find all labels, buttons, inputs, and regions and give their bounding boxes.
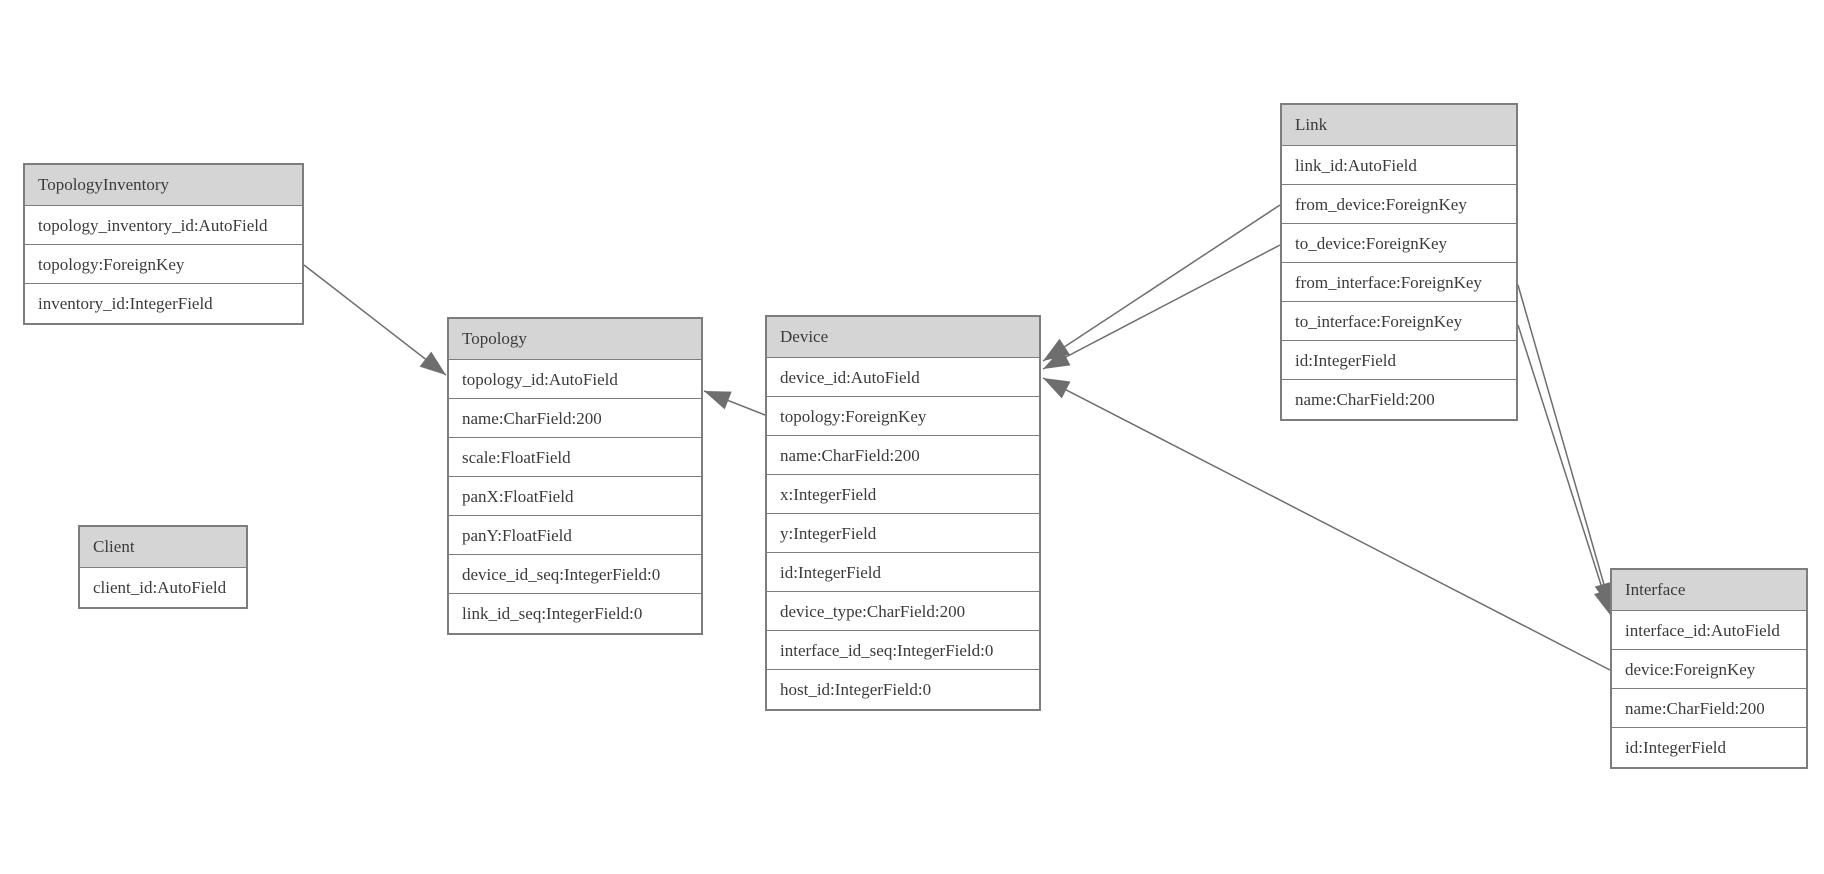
arrowhead-interface-device <box>1043 378 1071 399</box>
entity-title: Link <box>1282 105 1516 146</box>
entity-field: id:IntegerField <box>767 553 1039 592</box>
entity-field: link_id:AutoField <box>1282 146 1516 185</box>
entity-field: host_id:IntegerField:0 <box>767 670 1039 709</box>
entity-field: from_device:ForeignKey <box>1282 185 1516 224</box>
entity-field: client_id:AutoField <box>80 568 246 607</box>
entity-field: link_id_seq:IntegerField:0 <box>449 594 701 633</box>
entity-title: TopologyInventory <box>25 165 302 206</box>
entity-field: topology_id:AutoField <box>449 360 701 399</box>
entity-field: from_interface:ForeignKey <box>1282 263 1516 302</box>
entity-field: device_id_seq:IntegerField:0 <box>449 555 701 594</box>
entity-field: id:IntegerField <box>1282 341 1516 380</box>
entity-field: x:IntegerField <box>767 475 1039 514</box>
entity-field: device:ForeignKey <box>1612 650 1806 689</box>
entity-title: Device <box>767 317 1039 358</box>
entity-field: name:CharField:200 <box>449 399 701 438</box>
entity-field: id:IntegerField <box>1612 728 1806 767</box>
entity-field: y:IntegerField <box>767 514 1039 553</box>
entity-field: name:CharField:200 <box>767 436 1039 475</box>
entity-field: topology_inventory_id:AutoField <box>25 206 302 245</box>
arrowhead-device-topology <box>704 391 732 410</box>
entity-field: interface_id:AutoField <box>1612 611 1806 650</box>
edge-link-to_interface-interface <box>1517 324 1612 617</box>
entity-field: to_interface:ForeignKey <box>1282 302 1516 341</box>
entity-field: device_type:CharField:200 <box>767 592 1039 631</box>
entity-field: scale:FloatField <box>449 438 701 477</box>
edge-interface-device <box>1042 377 1611 671</box>
entity-title: Client <box>80 527 246 568</box>
entity-field: panY:FloatField <box>449 516 701 555</box>
arrowhead-topologyinventory-topology <box>419 351 446 375</box>
entity-field: interface_id_seq:IntegerField:0 <box>767 631 1039 670</box>
entity-title: Topology <box>449 319 701 360</box>
entity-field: name:CharField:200 <box>1282 380 1516 419</box>
entity-field: device_id:AutoField <box>767 358 1039 397</box>
arrowhead-link-to_interface-interface <box>1594 588 1613 616</box>
entity-field: topology:ForeignKey <box>25 245 302 284</box>
entity-field: to_device:ForeignKey <box>1282 224 1516 263</box>
edge-link-from_device-device <box>1042 204 1281 362</box>
edge-topologyinventory-topology <box>303 264 447 376</box>
entity-field: inventory_id:IntegerField <box>25 284 302 323</box>
entity-field: name:CharField:200 <box>1612 689 1806 728</box>
edge-link-from_interface-interface <box>1517 284 1612 610</box>
arrowhead-link-to_device-device <box>1043 348 1071 369</box>
entity-field: panX:FloatField <box>449 477 701 516</box>
entity-field: topology:ForeignKey <box>767 397 1039 436</box>
entity-title: Interface <box>1612 570 1806 611</box>
edge-link-to_device-device <box>1042 244 1281 370</box>
